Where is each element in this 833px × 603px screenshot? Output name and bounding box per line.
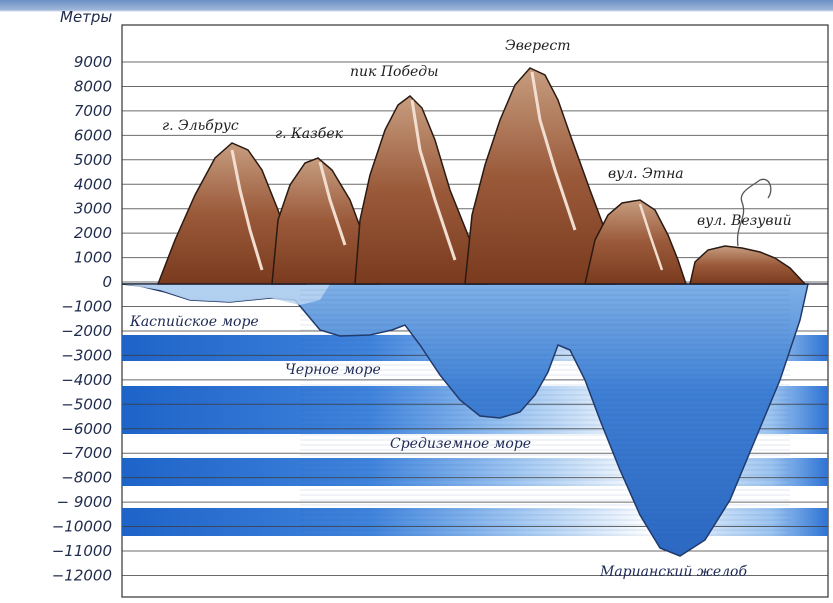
- caspian-shelf: [122, 284, 330, 305]
- y-tick-label: −2000: [61, 322, 112, 340]
- y-tick-label: 9000: [74, 53, 112, 71]
- y-tick-label: −8000: [61, 469, 112, 487]
- y-tick-label: 4000: [74, 175, 112, 193]
- snow-streak: [530, 71, 577, 231]
- y-tick-label: 6000: [74, 126, 112, 144]
- label-everest: Эверест: [505, 38, 571, 54]
- y-tick-label: −3000: [61, 346, 112, 364]
- y-axis-ticks: 9000 8000 7000 6000 5000 4000 3000 2000 1000 0 −10…: [52, 53, 112, 584]
- label-caspian: Каспийское море: [129, 314, 259, 330]
- y-tick-label: − 9000: [56, 493, 112, 511]
- snow-streak: [230, 149, 264, 271]
- y-tick-label: −10000: [52, 518, 112, 536]
- y-tick-label: −12000: [52, 566, 112, 584]
- y-tick-label: −4000: [61, 371, 112, 389]
- label-etna: вул. Этна: [608, 166, 684, 182]
- label-mariana: Марианский желоб: [599, 564, 747, 580]
- label-black-sea: Черное море: [285, 362, 381, 378]
- y-tick-label: −6000: [61, 420, 112, 438]
- y-tick-label: 3000: [74, 200, 112, 218]
- sea-hatching: [300, 289, 790, 536]
- y-tick-label: −1000: [61, 298, 112, 316]
- snow-streak: [318, 161, 347, 246]
- y-tick-label: 5000: [74, 151, 112, 169]
- y-tick-label: −7000: [61, 444, 112, 462]
- label-vesuvius: вул. Везувий: [697, 213, 792, 229]
- snow-streak: [410, 99, 457, 261]
- snow-streak: [638, 203, 664, 271]
- y-tick-label: 7000: [74, 102, 112, 120]
- y-tick-label: −11000: [52, 542, 112, 560]
- label-kazbek: г. Казбек: [275, 126, 344, 142]
- label-mediterranean: Средиземное море: [390, 436, 531, 452]
- volcano-smoke-icon: [736, 178, 772, 247]
- mountains: [156, 67, 807, 285]
- y-tick-label: 8000: [74, 77, 112, 95]
- y-tick-label: 0: [102, 273, 112, 291]
- y-tick-label: 2000: [74, 224, 112, 242]
- label-elbrus: г. Эльбрус: [162, 118, 239, 134]
- axis-title: Метры: [60, 8, 112, 26]
- label-pobeda: пик Победы: [350, 64, 439, 80]
- y-tick-label: −5000: [61, 395, 112, 413]
- mountain-vesuvius: [689, 245, 807, 285]
- y-tick-label: 1000: [74, 249, 112, 267]
